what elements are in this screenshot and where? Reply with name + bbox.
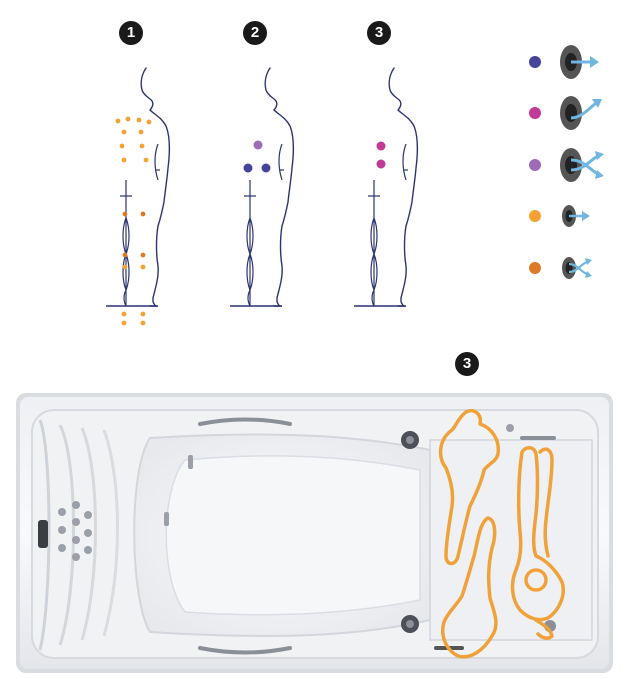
figure-number-badge: 1 [119, 21, 143, 45]
small-jet-straight-icon [562, 205, 590, 227]
jet-dots-figure-3 [376, 141, 386, 169]
body-silhouette-2 [229, 67, 295, 307]
legend-dot [529, 56, 541, 68]
swim-spa-top-view [16, 393, 613, 673]
swim-jets-cluster [38, 501, 92, 561]
body-silhouette-3 [353, 67, 419, 307]
spa-seat-outlines [438, 409, 565, 659]
legend-dot [529, 210, 541, 222]
body-silhouette-1 [105, 67, 171, 307]
figure-number-badge: 2 [243, 21, 267, 45]
figure-number-badge: 3 [367, 21, 391, 45]
small-jet-crossing-icon [562, 257, 592, 279]
jet-legend [529, 45, 604, 279]
jet-dots-figure-2 [243, 140, 271, 173]
jet-dots-figure-1 [115, 116, 152, 326]
large-jet-curved-icon [560, 96, 602, 130]
large-jet-crossing-icon [560, 148, 604, 182]
large-jet-straight-icon [560, 45, 599, 79]
spa-seat-number-badge: 3 [455, 352, 479, 376]
legend-dot [529, 107, 541, 119]
legend-dot [529, 159, 541, 171]
legend-dot [529, 262, 541, 274]
